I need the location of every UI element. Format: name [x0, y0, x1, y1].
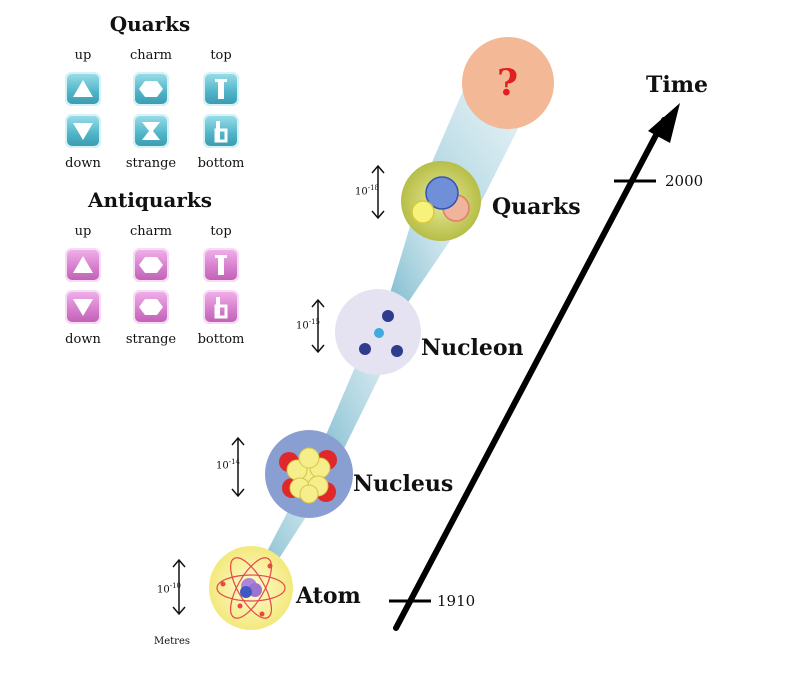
- quark-label-strange: strange: [125, 156, 177, 171]
- antiquark-label-bottom: bottom: [197, 332, 245, 347]
- t-bar-icon: [215, 79, 227, 99]
- unknown-circle: [462, 37, 554, 129]
- b-bar-icon: [214, 121, 228, 143]
- scale-arrow-nucleus: [231, 436, 245, 498]
- nucleon-quark: [359, 343, 371, 355]
- antiquark-label-down: down: [65, 332, 101, 347]
- anti-up-tile: [65, 248, 101, 282]
- top-quark-tile: [203, 72, 239, 106]
- atom-orbits: [216, 557, 286, 619]
- scale-arrow-atom: [172, 558, 186, 616]
- scale-label-quarks: 10-18: [355, 184, 380, 198]
- triangle-up-icon: [73, 256, 93, 273]
- anti-charm-tile: [133, 248, 169, 282]
- antiquark-label-top: top: [210, 224, 232, 239]
- anti-strange-tile: [133, 290, 169, 324]
- quark-particle: [425, 176, 459, 210]
- quark-label-up: up: [74, 48, 92, 63]
- hexagon-icon: [139, 81, 163, 97]
- atom-nucleus: [240, 578, 262, 598]
- quark-label-down: down: [65, 156, 101, 171]
- anti-down-tile: [65, 290, 101, 324]
- up-quark-tile: [65, 72, 101, 106]
- time-arrowhead: [648, 103, 680, 143]
- triangle-down-icon: [73, 299, 93, 316]
- scale-arrow-quarks: [371, 164, 385, 220]
- time-axis-label: Time: [646, 72, 709, 98]
- year-1910-label: 1910: [437, 592, 476, 610]
- triangle-up-icon: [73, 80, 93, 97]
- level-label-quarks: Quarks: [492, 194, 581, 220]
- anti-top-tile: [203, 248, 239, 282]
- quarks-title: Quarks: [109, 12, 191, 36]
- hexagon-icon: [139, 299, 163, 315]
- scale-label-nucleus: 10-14: [216, 458, 241, 472]
- units-label: Metres: [154, 636, 191, 647]
- quark-label-top: top: [210, 48, 232, 63]
- quark-particle: [411, 200, 435, 224]
- nucleus-cluster: [279, 447, 337, 504]
- level-label-atom: Atom: [296, 583, 361, 609]
- level-label-nucleus: Nucleus: [353, 471, 454, 497]
- antiquark-label-strange: strange: [125, 332, 177, 347]
- nucleon-quark: [382, 310, 394, 322]
- down-quark-tile: [65, 114, 101, 148]
- triangle-down-icon: [73, 123, 93, 140]
- scale-label-atom: 10-10: [157, 582, 182, 596]
- quark-label-bottom: bottom: [197, 156, 245, 171]
- antiquarks-title: Antiquarks: [87, 188, 213, 212]
- level-label-nucleon: Nucleon: [421, 335, 524, 361]
- scale-label-nucleon: 10-15: [296, 318, 321, 332]
- quark-label-charm: charm: [130, 48, 172, 63]
- time-axis-line: [393, 117, 667, 631]
- anti-bottom-tile: [203, 290, 239, 324]
- hexagon-icon: [139, 257, 163, 273]
- antiquark-label-charm: charm: [130, 224, 172, 239]
- nucleon-quark: [391, 345, 403, 357]
- nucleon-quark: [374, 328, 384, 338]
- scale-arrow-nucleon: [311, 298, 325, 354]
- b-bar-icon: [214, 297, 228, 319]
- strange-quark-tile: [133, 114, 169, 148]
- unknown-symbol: ?: [497, 62, 519, 104]
- charm-quark-tile: [133, 72, 169, 106]
- antiquark-label-up: up: [74, 224, 92, 239]
- year-2000-label: 2000: [665, 172, 704, 190]
- hourglass-icon: [142, 122, 160, 140]
- t-bar-icon: [215, 255, 227, 275]
- bottom-quark-tile: [203, 114, 239, 148]
